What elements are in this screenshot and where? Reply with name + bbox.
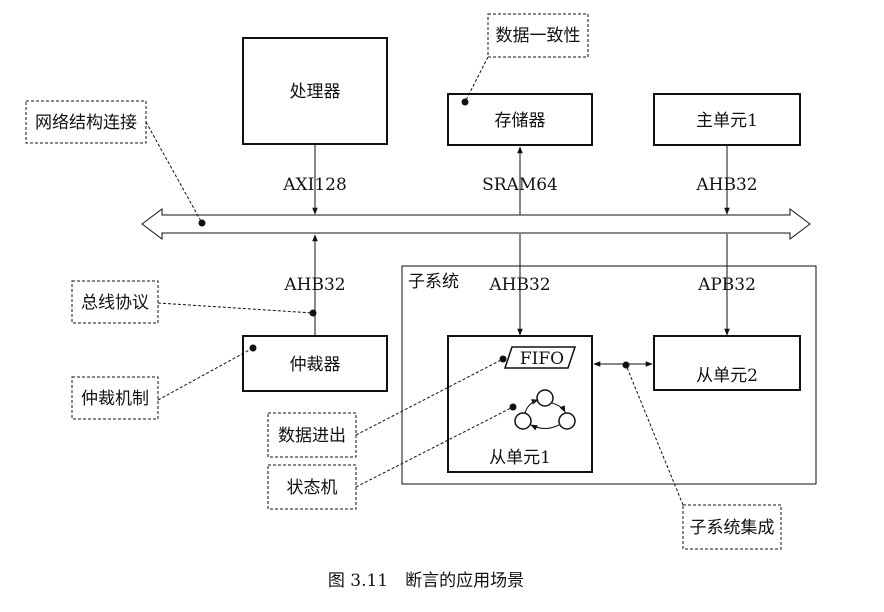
data-consistency-leader	[464, 56, 489, 103]
arbitration-dot	[249, 344, 257, 352]
state-machine-callout	[267, 464, 357, 510]
arbiter-block	[242, 335, 388, 392]
ahb32-arbiter-label: AHB32	[283, 275, 345, 295]
data-consistency-label: 数据一致性	[496, 26, 581, 46]
processor-label: 处理器	[290, 82, 341, 102]
sram64-label: SRAM64	[482, 175, 558, 195]
subsystem-label: 子系统	[408, 272, 459, 292]
network-connection-dot	[198, 219, 206, 227]
slave1-label: 从单元1	[489, 448, 551, 468]
ahb32-sub-label: AHB32	[488, 275, 550, 295]
apb32-label: APB32	[697, 275, 756, 295]
subsystem-integration-label: 子系统集成	[690, 518, 775, 538]
subsystem-integration-callout	[682, 504, 782, 550]
slave2-label: 从单元2	[696, 366, 758, 386]
state-machine-dot	[509, 403, 517, 411]
bus-protocol-dot	[309, 309, 317, 317]
arbitration-callout	[71, 376, 159, 420]
data-io-label: 数据进出	[278, 426, 346, 446]
data-io-callout	[267, 412, 357, 458]
data-io-dot	[499, 355, 507, 363]
memory-block	[447, 93, 593, 146]
bus-protocol-callout	[71, 280, 159, 324]
system-bus	[141, 208, 811, 240]
network-connection-leader	[145, 121, 203, 224]
memory-label: 存储器	[495, 111, 546, 131]
arbiter-label: 仲裁器	[290, 355, 341, 375]
state-machine-icon	[514, 389, 576, 431]
master1-label: 主单元1	[696, 111, 758, 131]
bus-protocol-label: 总线协议	[81, 293, 149, 313]
slave2-block	[653, 335, 801, 391]
subsystem-integration-dot	[622, 361, 630, 369]
slave1-block	[447, 335, 593, 473]
data-consistency-dot	[461, 98, 469, 106]
fifo-label: FIFO	[520, 349, 564, 369]
state-machine-leader	[355, 406, 514, 488]
state-machine-label: 状态机	[287, 478, 338, 498]
bus-protocol-leader	[157, 302, 314, 314]
axi128-label: AXI128	[282, 175, 347, 195]
data-io-leader	[355, 358, 504, 436]
subsystem-integration-leader	[625, 364, 684, 506]
fifo-shape	[503, 346, 577, 369]
network-connection-label: 网络结构连接	[35, 113, 137, 133]
subsystem-boundary	[401, 265, 817, 485]
arbitration-label: 仲裁机制	[81, 389, 149, 409]
figure-caption: 图 3.11 断言的应用场景	[328, 571, 524, 591]
arbitration-leader	[157, 347, 254, 401]
data-consistency-callout	[487, 13, 589, 58]
ahb32-master-label: AHB32	[695, 175, 757, 195]
master1-block	[653, 93, 801, 146]
